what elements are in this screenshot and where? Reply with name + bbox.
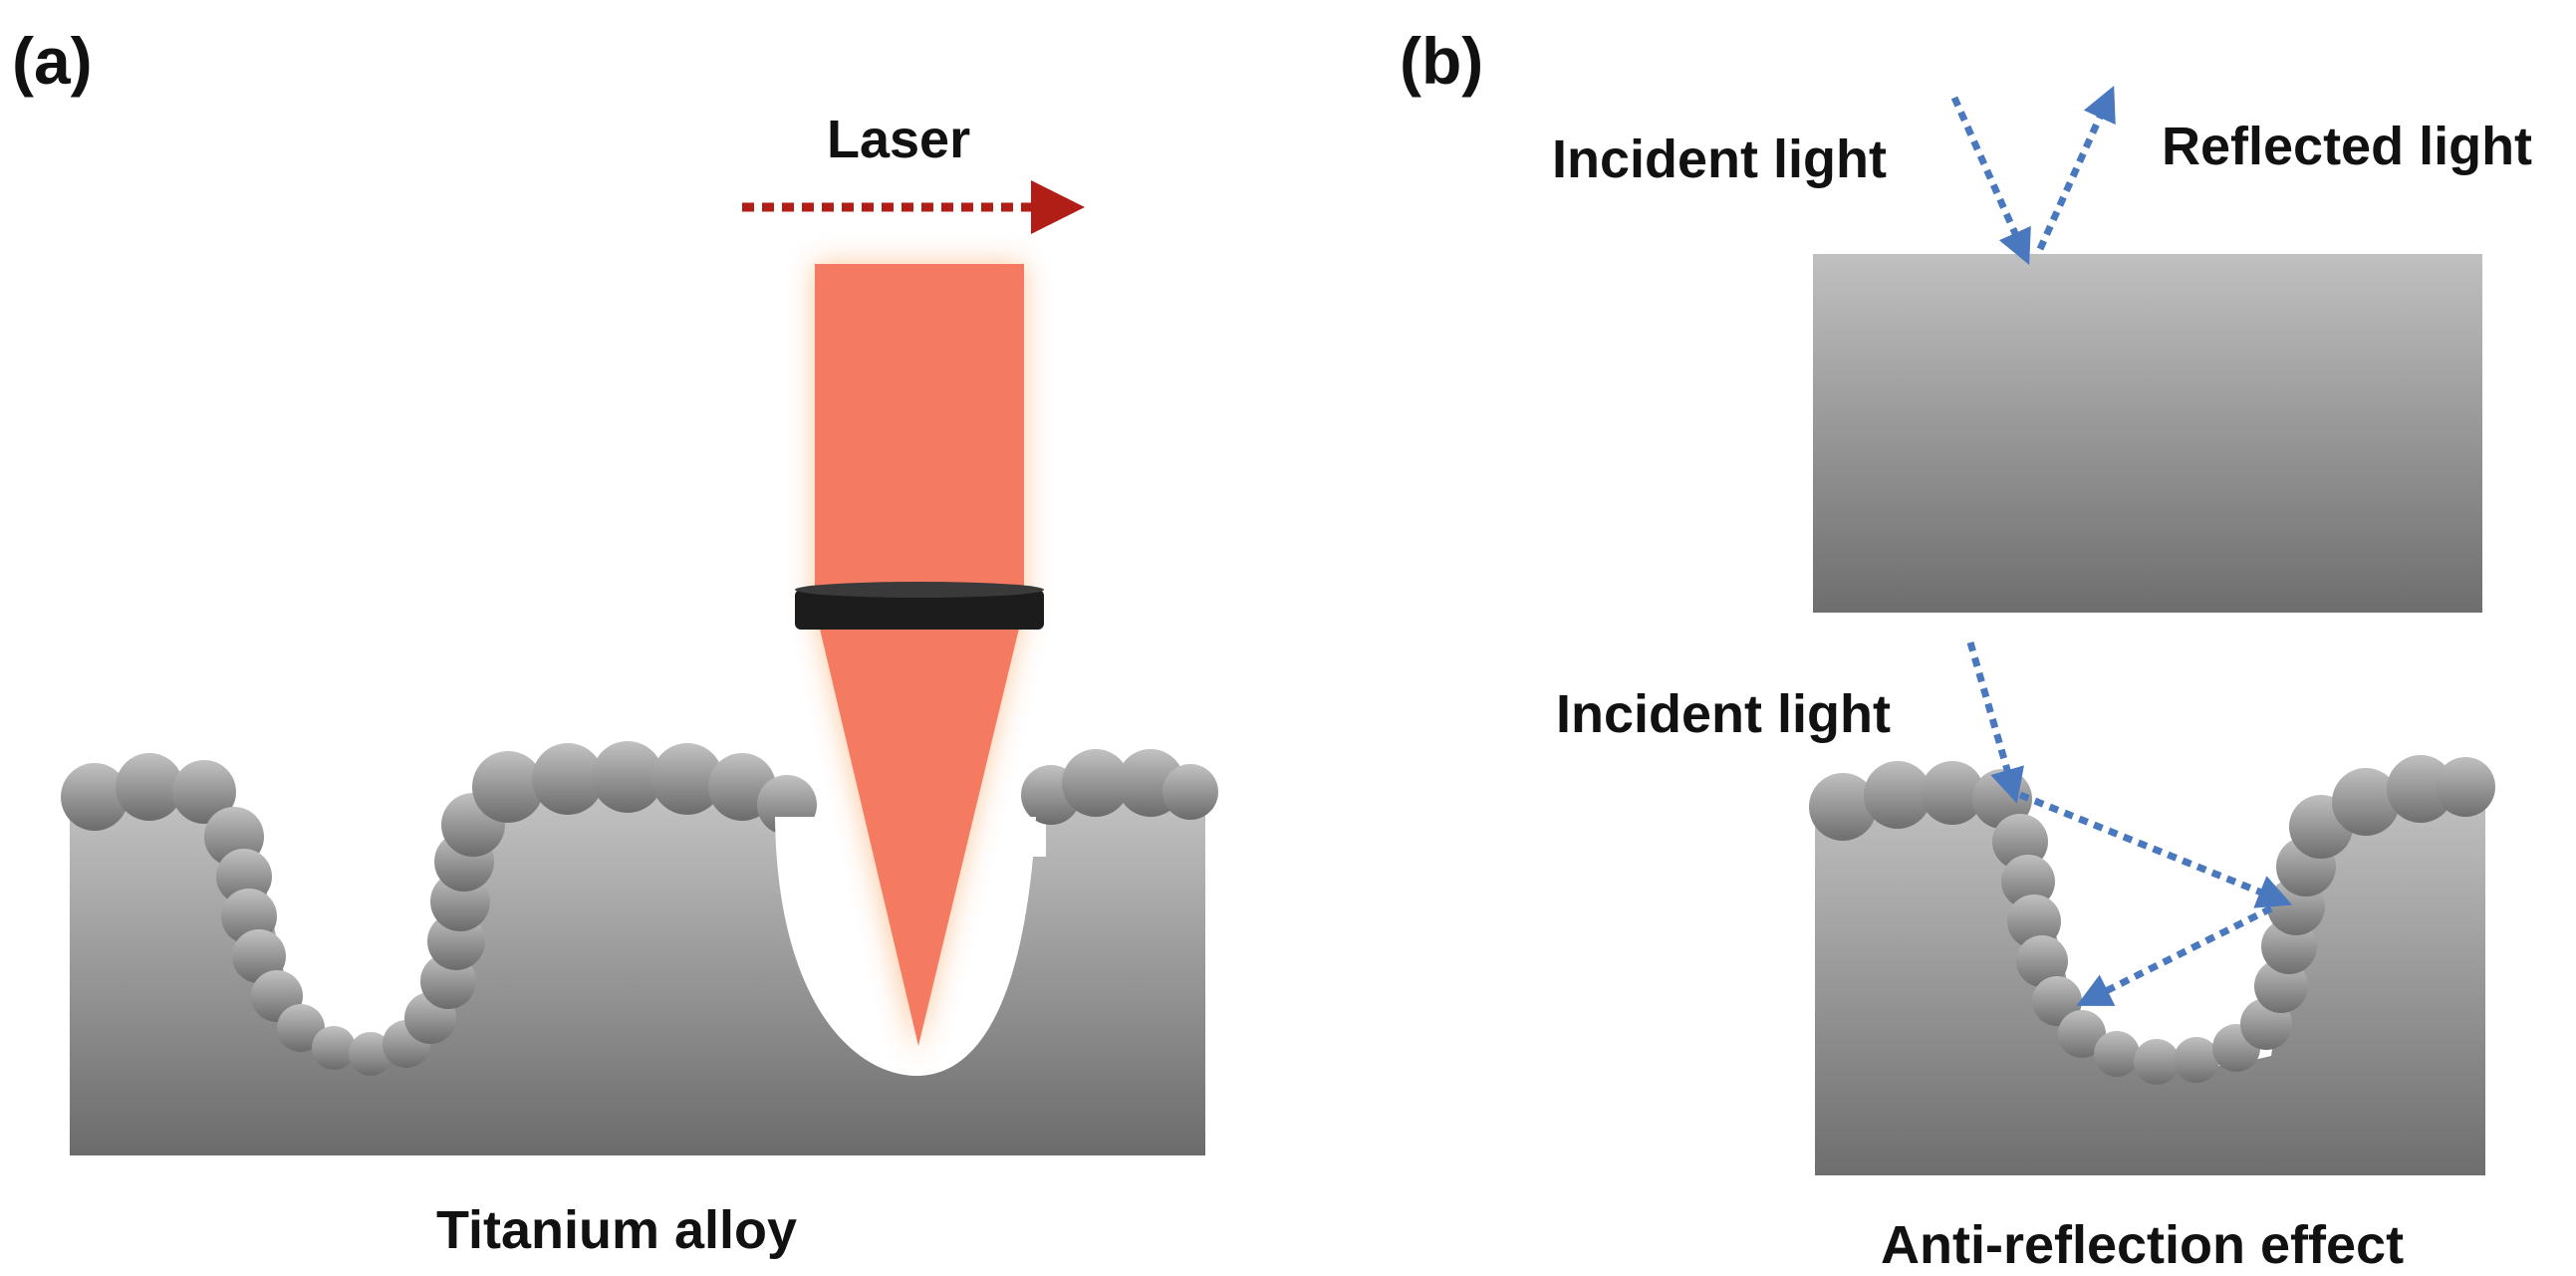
trapped-light-rays — [1966, 641, 2293, 1006]
laser-label: Laser — [827, 110, 970, 169]
reflected-ray-flat — [2036, 86, 2116, 251]
anti-reflection-effect-label: Anti-reflection effect — [1881, 1215, 2404, 1275]
titanium-alloy-label: Titanium alloy — [436, 1200, 797, 1260]
panel-a-label: (a) — [12, 24, 93, 98]
focusing-lens — [795, 582, 1044, 630]
panel-a: (a) — [12, 24, 1218, 1260]
panel-b: (b) Incident light Reflected light — [1400, 24, 2532, 1275]
laser-beam — [815, 264, 1024, 1056]
flat-surface-block — [1813, 254, 2482, 613]
incident-light-label-top: Incident light — [1552, 129, 1887, 189]
titanium-alloy-body — [61, 741, 1218, 1155]
textured-surface-block — [1809, 755, 2495, 1175]
incident-ray-flat — [1950, 96, 2031, 265]
reflected-light-label: Reflected light — [2162, 117, 2532, 176]
panel-b-label: (b) — [1400, 24, 1483, 98]
incident-light-label-bottom: Incident light — [1556, 684, 1891, 744]
